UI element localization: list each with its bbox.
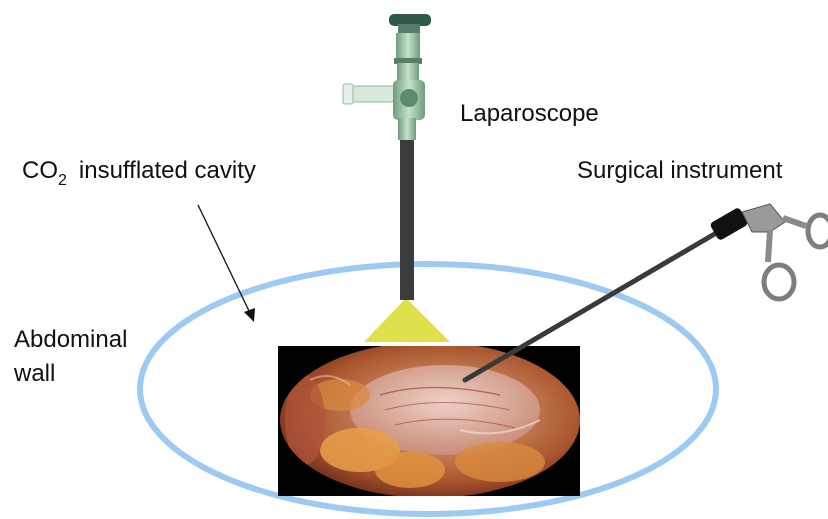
laparoscope-label: Laparoscope bbox=[460, 98, 599, 129]
endoscopic-view-image bbox=[278, 346, 580, 496]
cavity-label-main: CO bbox=[22, 157, 58, 184]
light-cone bbox=[364, 298, 450, 342]
cavity-label-subscript: 2 bbox=[58, 172, 67, 189]
cavity-label-rest: insufflated cavity bbox=[79, 157, 256, 184]
abdominal-wall-label-line1: Abdominal bbox=[14, 323, 127, 357]
arrow-icon bbox=[198, 205, 255, 322]
cavity-label: CO2 insufflated cavity bbox=[22, 155, 256, 186]
laparoscope-icon bbox=[343, 14, 431, 300]
abdominal-wall-label-line2: wall bbox=[14, 357, 127, 391]
surgical-instrument-label: Surgical instrument bbox=[577, 155, 782, 186]
